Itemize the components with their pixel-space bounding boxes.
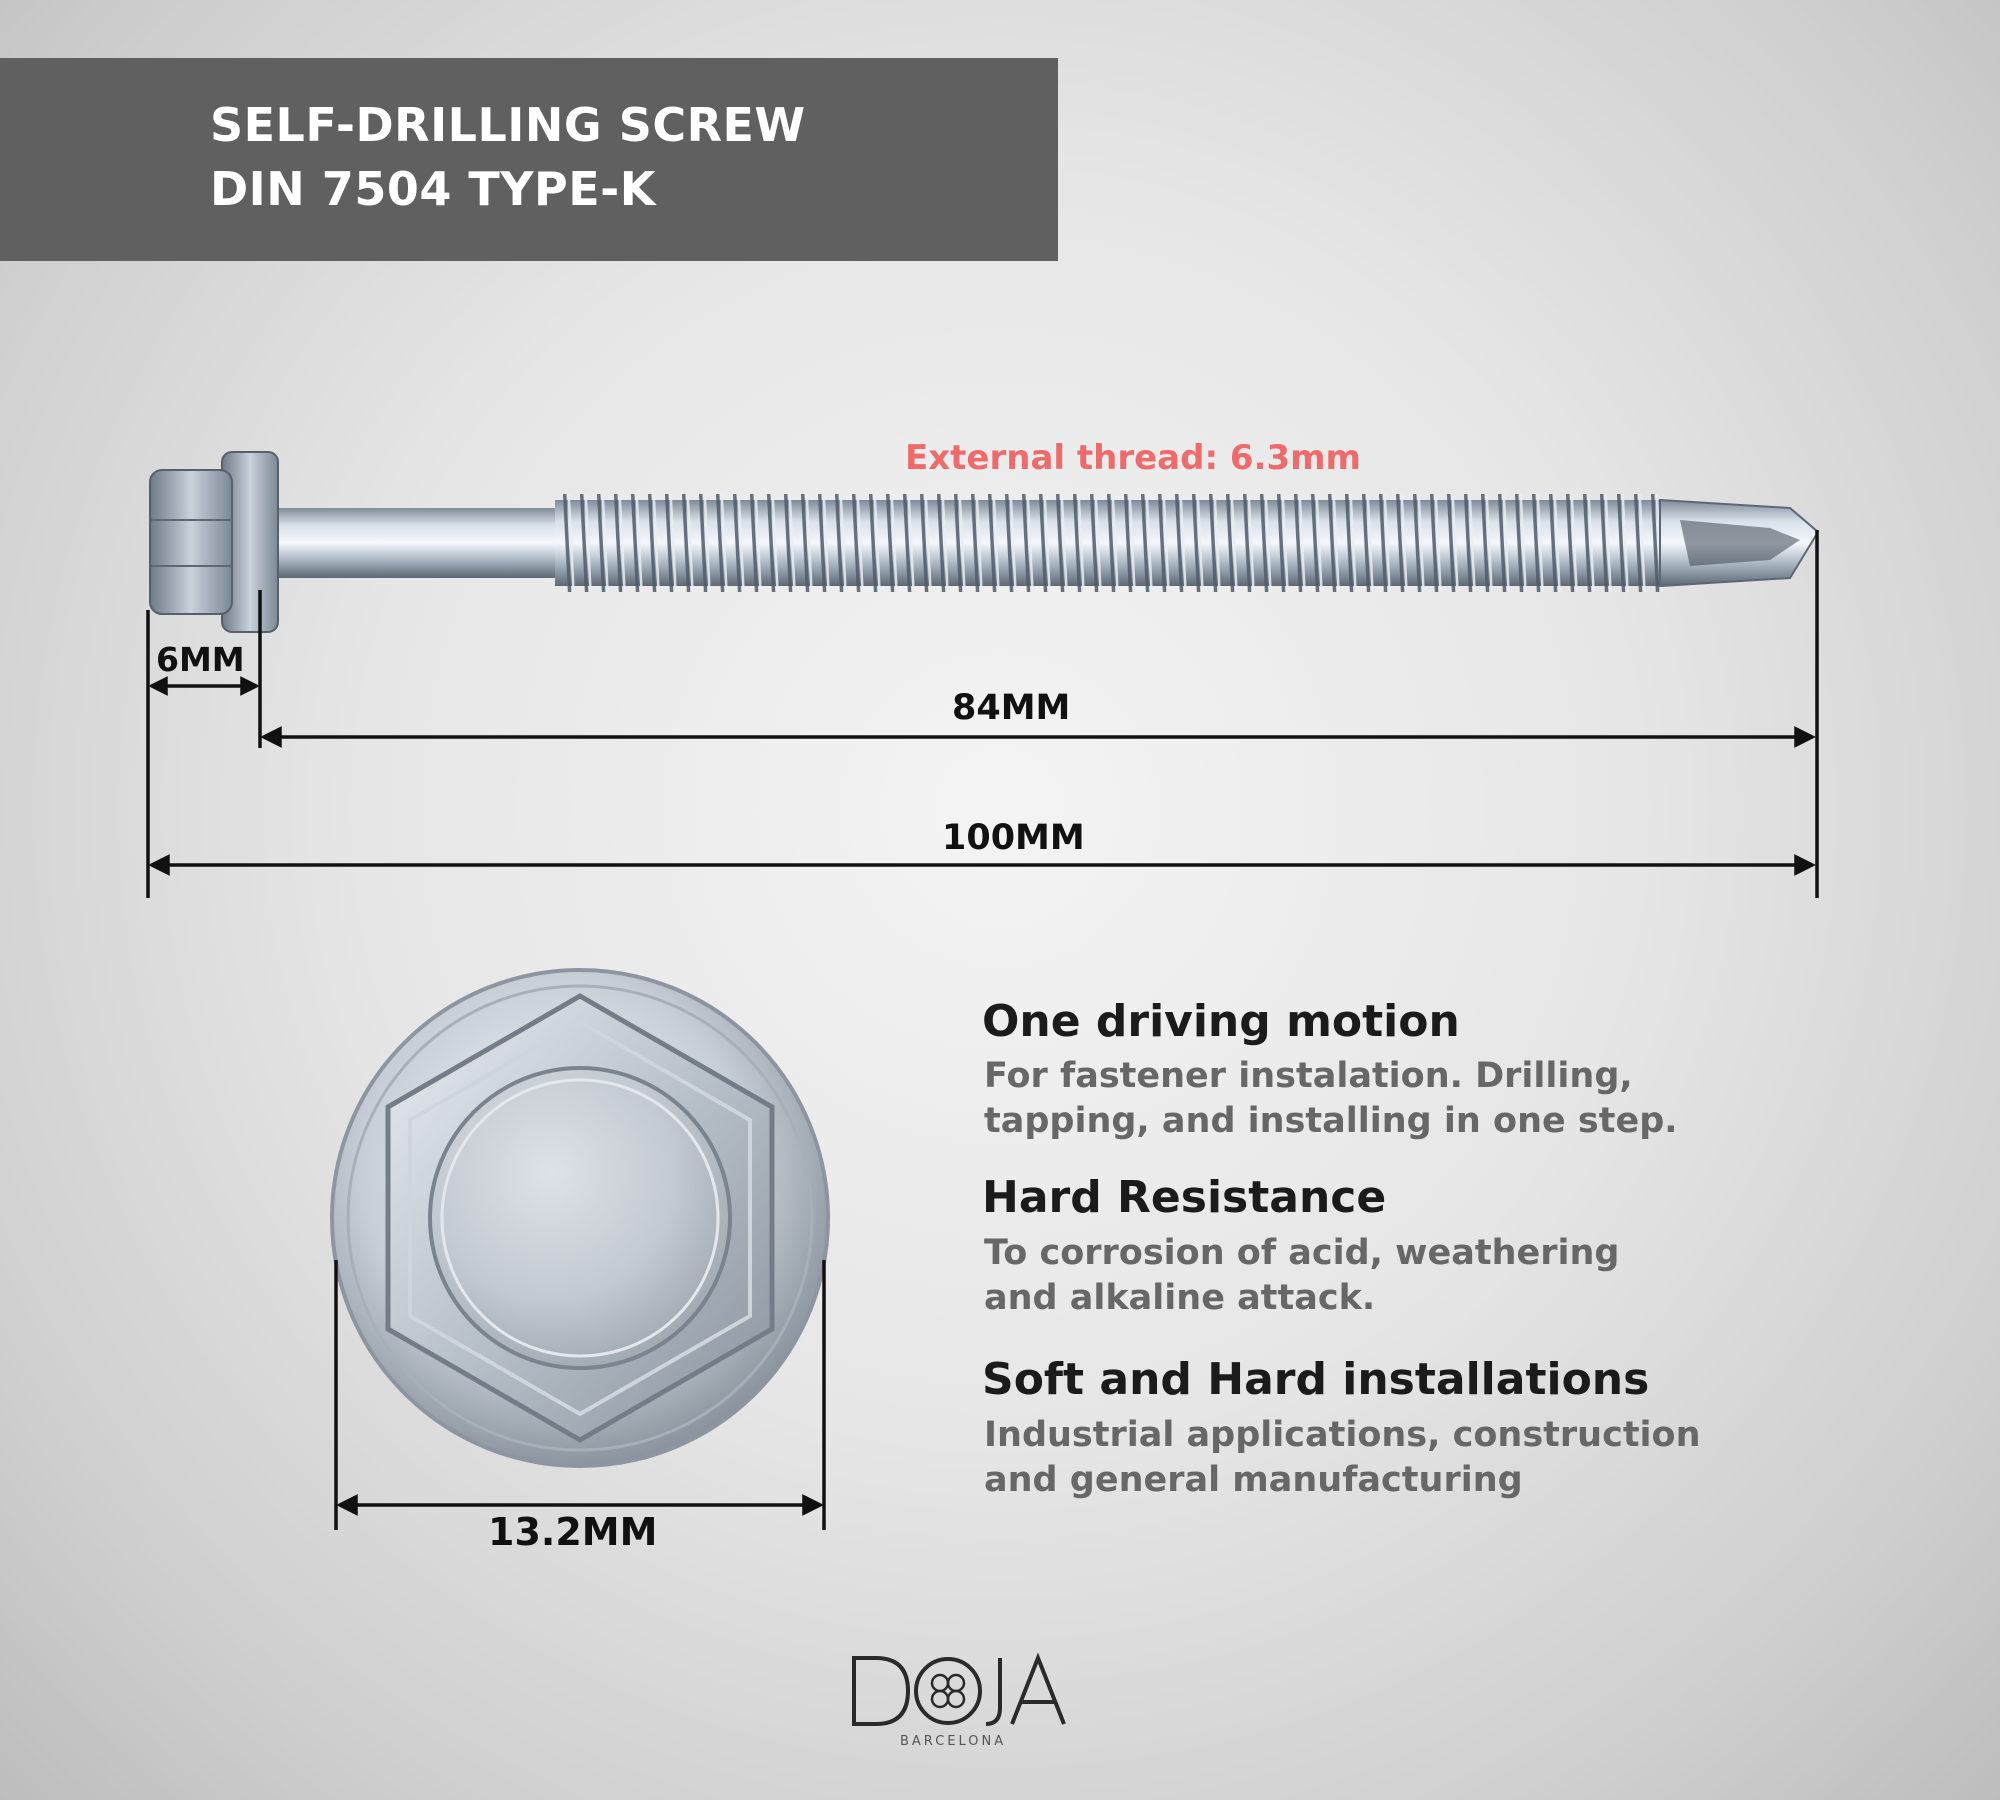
thread-length-label: 84MM (952, 688, 1071, 728)
head-face (428, 1066, 732, 1370)
title-line-1: SELF-DRILLING SCREW (210, 98, 806, 152)
logo-subtitle: BARCELONA (900, 1734, 1007, 1749)
feature-desc-2-line-1: To corrosion of acid, weathering (984, 1233, 1620, 1273)
feature-desc-1-line-2: tapping, and installing in one step. (984, 1101, 1678, 1141)
head-height-label: 6MM (156, 640, 245, 679)
doja-logo (852, 1652, 1066, 1726)
dimension-lines (146, 530, 1819, 898)
title-banner (0, 58, 1058, 261)
feature-title-1: One driving motion (982, 996, 1460, 1047)
screw-hex-head (149, 469, 233, 615)
screw-head-top-view (330, 968, 830, 1530)
feature-desc-3-line-2: and general manufacturing (984, 1460, 1523, 1500)
feature-desc-2-line-2: and alkaline attack. (984, 1278, 1376, 1318)
logo-flower-icon (914, 1657, 982, 1725)
feature-desc-2: To corrosion of acid, weathering and alk… (984, 1231, 1704, 1321)
head-diameter-label: 13.2MM (488, 1510, 658, 1554)
thread-diameter-label: External thread: 6.3mm (905, 438, 1361, 478)
feature-desc-3-line-1: Industrial applications, construction (984, 1415, 1701, 1455)
feature-desc-1-line-1: For fastener instalation. Drilling, (984, 1056, 1633, 1096)
feature-title-2: Hard Resistance (982, 1172, 1387, 1223)
screw-shank (250, 508, 560, 578)
feature-desc-3: Industrial applications, construction an… (984, 1413, 1704, 1503)
title-line-2: DIN 7504 TYPE-K (210, 162, 656, 216)
feature-desc-1: For fastener instalation. Drilling, tapp… (984, 1054, 1704, 1144)
feature-title-3: Soft and Hard installations (982, 1354, 1650, 1405)
head-diameter-dimension (334, 1260, 826, 1530)
total-length-label: 100MM (942, 818, 1085, 858)
